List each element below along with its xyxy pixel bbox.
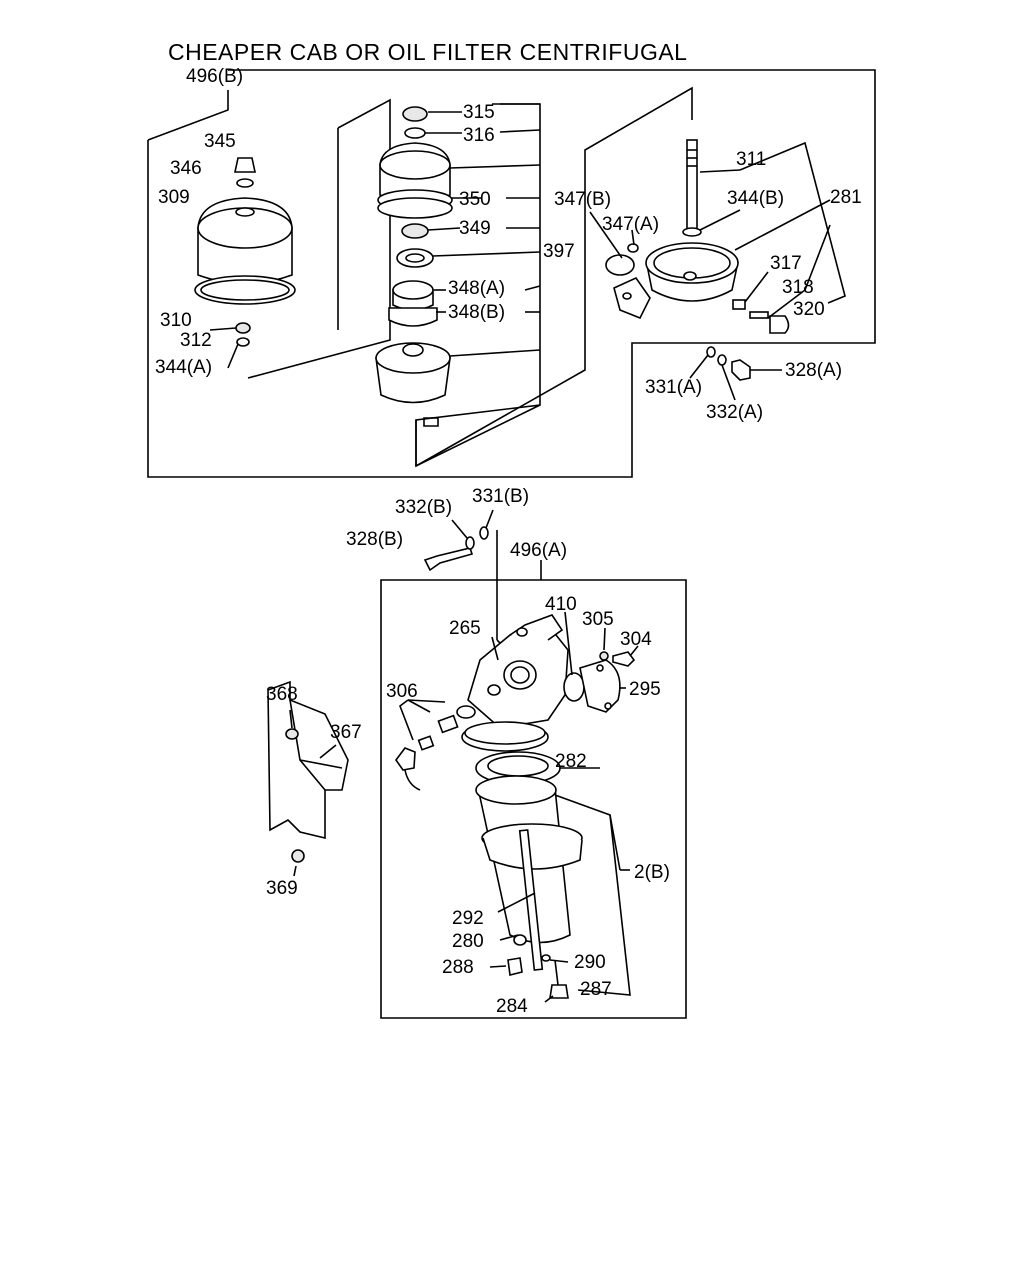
lower-assembly: 496(A) 332(B) 331(B) 328(B) xyxy=(346,486,687,1019)
drain-288 xyxy=(507,957,523,976)
lower-frame xyxy=(380,579,687,1019)
callout-317: 317 xyxy=(770,253,802,274)
callout-320: 320 xyxy=(793,299,825,320)
callout-346: 346 xyxy=(170,158,202,179)
callout-312: 312 xyxy=(180,330,212,351)
plug-317 xyxy=(732,299,746,310)
callout-315: 315 xyxy=(463,102,495,123)
callout-304: 304 xyxy=(620,629,652,650)
shaft-311 xyxy=(686,139,698,231)
bolt-368 xyxy=(285,728,299,740)
bearing-349 xyxy=(401,223,429,239)
washer-332a xyxy=(717,354,727,366)
callout-310: 310 xyxy=(160,310,192,331)
nut-315 xyxy=(402,106,428,122)
nut-369 xyxy=(291,849,305,863)
nut-345 xyxy=(234,157,256,173)
rotor-cover-350 xyxy=(377,142,453,219)
callout-344b: 344(B) xyxy=(727,188,784,209)
callout-290: 290 xyxy=(574,952,606,973)
callout-280: 280 xyxy=(452,931,484,952)
upper-frame xyxy=(147,69,876,478)
washer-305 xyxy=(599,651,609,661)
callout-331a: 331(A) xyxy=(645,377,702,398)
callout-332a: 332(A) xyxy=(706,402,763,423)
callout-348b: 348(B) xyxy=(448,302,505,323)
callout-344a: 344(A) xyxy=(155,357,212,378)
bolt-328b xyxy=(423,547,474,572)
callout-281: 281 xyxy=(830,187,862,208)
nozzle-348b xyxy=(388,307,438,327)
washer-331b xyxy=(479,526,489,540)
callout-410: 410 xyxy=(545,594,577,615)
callout-345: 345 xyxy=(204,131,236,152)
callout-318: 318 xyxy=(782,277,814,298)
nozzle-348a xyxy=(392,280,434,311)
callout-311: 311 xyxy=(736,149,766,170)
callout-292: 292 xyxy=(452,908,484,929)
callout-328a: 328(A) xyxy=(785,360,842,381)
callout-369: 369 xyxy=(266,878,298,899)
valve-306 xyxy=(395,705,476,791)
callout-2b: 2(B) xyxy=(634,862,670,883)
callout-306: 306 xyxy=(386,681,418,702)
label-496b: 496(B) xyxy=(186,66,243,87)
bolt-304 xyxy=(612,651,636,667)
washer-332b xyxy=(465,536,475,550)
callout-287: 287 xyxy=(580,979,612,1000)
callout-350: 350 xyxy=(459,189,491,210)
oring-316 xyxy=(404,127,426,139)
label-496a: 496(A) xyxy=(510,540,567,561)
washer-344a xyxy=(236,337,250,347)
callout-282: 282 xyxy=(555,751,587,772)
callout-305: 305 xyxy=(582,609,614,630)
washer-344b xyxy=(682,227,702,237)
rotor-bowl xyxy=(375,342,451,404)
oring-347a xyxy=(627,243,639,253)
housing-281 xyxy=(613,242,739,320)
callout-295: 295 xyxy=(629,679,661,700)
nut-312 xyxy=(235,322,251,334)
callout-368: 368 xyxy=(266,684,298,705)
spring-318 xyxy=(749,311,769,319)
filter-element xyxy=(475,775,583,946)
center-bolt xyxy=(518,829,569,999)
bracket-367 xyxy=(267,680,349,840)
diagram-title: CHEAPER CAB OR OIL FILTER CENTRIFUGAL xyxy=(168,39,687,65)
plug-320 xyxy=(769,315,790,334)
callout-309: 309 xyxy=(158,187,190,208)
callout-347a: 347(A) xyxy=(602,214,659,235)
cover-group-bracket xyxy=(247,98,391,379)
filter-head-265 xyxy=(467,614,569,729)
upper-assembly: 496(B) 345 346 309 310 312 344(A) xyxy=(147,66,876,478)
callout-331b: 331(B) xyxy=(472,486,529,507)
callout-328b: 328(B) xyxy=(346,529,403,550)
gasket-410 xyxy=(563,672,585,702)
oring-347b xyxy=(605,254,635,276)
callout-367: 367 xyxy=(330,722,362,743)
bracket-group: 368 367 369 xyxy=(266,680,362,899)
callout-347b: 347(B) xyxy=(554,189,611,210)
washer-346 xyxy=(236,178,254,188)
bolt-328a xyxy=(731,359,751,381)
washer-331a xyxy=(706,346,716,358)
callout-349: 349 xyxy=(459,218,491,239)
callout-332b: 332(B) xyxy=(395,497,452,518)
callout-316: 316 xyxy=(463,125,495,146)
callout-284: 284 xyxy=(496,996,528,1017)
upper-frame-top-left xyxy=(147,90,229,141)
callout-265: 265 xyxy=(449,618,481,639)
callout-397: 397 xyxy=(543,241,575,262)
oring-290 xyxy=(541,954,551,962)
callout-348a: 348(A) xyxy=(448,278,505,299)
callout-288: 288 xyxy=(442,957,474,978)
cover-309 xyxy=(194,197,296,305)
